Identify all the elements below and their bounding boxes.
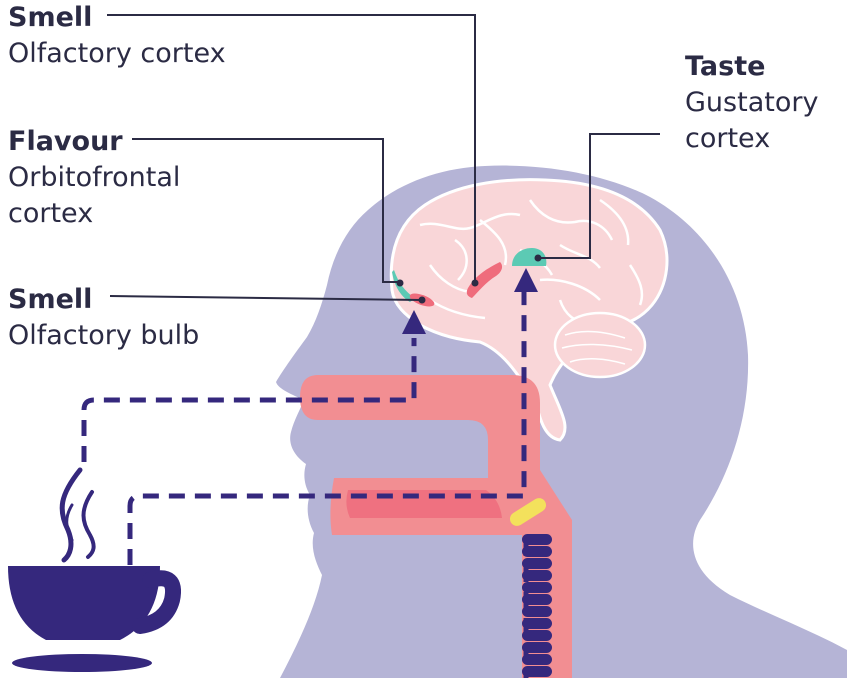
label-smell-bulb-text: Olfactory bulb: [8, 318, 199, 354]
label-taste-line1: Gustatory: [685, 85, 818, 121]
steam-icon: [62, 470, 93, 560]
label-taste: Taste Gustatory cortex: [685, 49, 818, 157]
label-taste-line2: cortex: [685, 121, 818, 157]
label-flavour: Flavour Orbitofrontal cortex: [8, 124, 180, 232]
saucer: [12, 654, 152, 672]
label-flavour-heading: Flavour: [8, 124, 180, 160]
trachea-ring: [522, 582, 552, 593]
label-flavour-line1: Orbitofrontal: [8, 160, 180, 196]
label-smell-cortex-heading: Smell: [8, 0, 226, 36]
label-smell-bulb-heading: Smell: [8, 282, 199, 318]
label-smell-bulb: Smell Olfactory bulb: [8, 282, 199, 354]
label-taste-heading: Taste: [685, 49, 818, 85]
label-flavour-line2: cortex: [8, 196, 180, 232]
label-smell-cortex-text: Olfactory cortex: [8, 36, 226, 72]
coffee-cup-icon: [8, 566, 173, 672]
label-smell-cortex: Smell Olfactory cortex: [8, 0, 226, 72]
mouth-cavity: [346, 490, 502, 518]
